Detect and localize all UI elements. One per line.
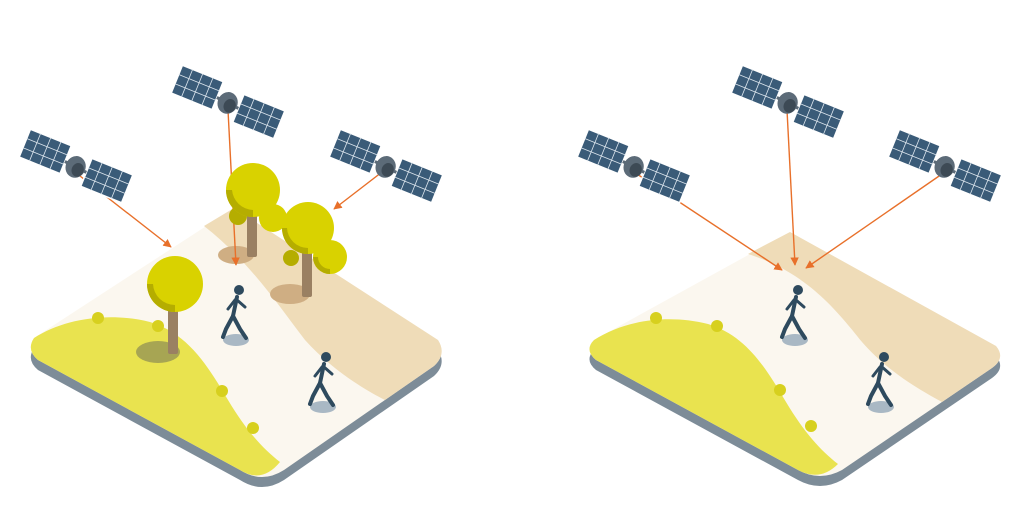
grass-dot (805, 420, 817, 432)
satellite-icon (168, 63, 288, 141)
grass-dot (774, 384, 786, 396)
grass-area (30, 317, 280, 476)
satellite-icon (574, 127, 694, 205)
grass-dot (216, 385, 228, 397)
signal-arrow (786, 109, 799, 266)
satellite-icon (885, 127, 1005, 205)
satellite-icon (326, 127, 446, 205)
grass-area (589, 319, 838, 475)
open-sky-scene (574, 63, 1005, 486)
grass-dot (650, 312, 662, 324)
grass-dot (152, 320, 164, 332)
grass-dot (92, 312, 104, 324)
obstructed-scene (16, 63, 446, 487)
grass-dot (711, 320, 723, 332)
signal-arrow (333, 171, 383, 210)
satellite-icon (16, 127, 136, 205)
sand-hill (748, 232, 1001, 402)
tree-icon (226, 163, 287, 257)
signal-arrow (805, 173, 943, 269)
tree-icon (147, 256, 203, 354)
sand-hill (204, 208, 442, 400)
tree-icon (282, 202, 347, 297)
grass-dot (247, 422, 259, 434)
